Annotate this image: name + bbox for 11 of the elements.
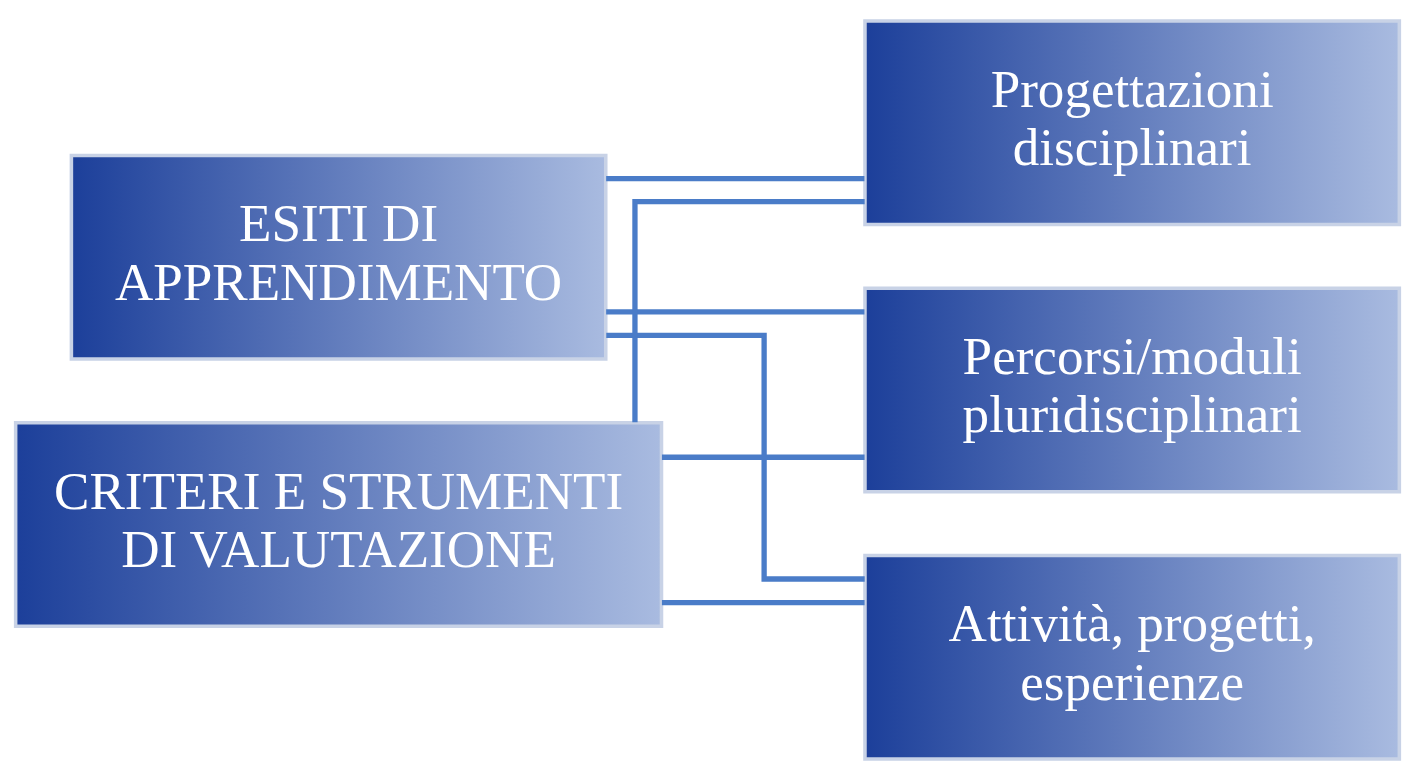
connector: [606, 332, 865, 582]
connector: [661, 599, 865, 606]
node-box: ESITI DI APPRENDIMENTO: [69, 153, 608, 361]
node-box: Attività, progetti, esperienze: [863, 553, 1402, 761]
connector: [606, 175, 865, 182]
connector: [606, 309, 865, 315]
node-box: CRITERI E STRUMENTI DI VALUTAZIONE: [13, 420, 664, 628]
node-box: Percorsi/moduli pluridisciplinari: [863, 286, 1402, 494]
node-box: Progettazioni disciplinari: [863, 19, 1402, 227]
connector: [632, 198, 865, 423]
connector: [661, 454, 865, 460]
